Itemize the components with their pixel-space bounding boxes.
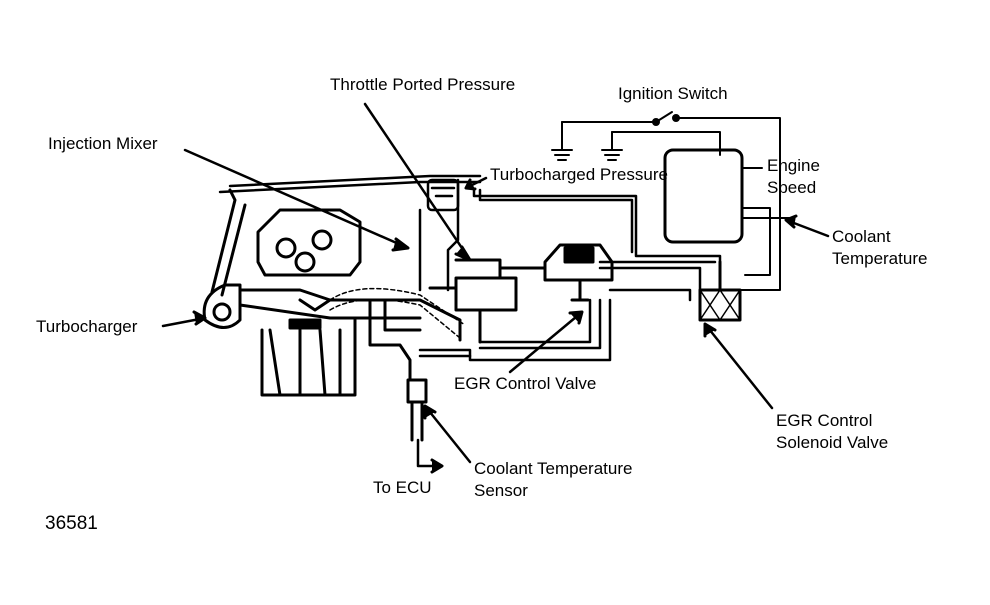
- label-egr-solenoid-line2: Solenoid Valve: [776, 433, 889, 452]
- label-engine-speed: Engine Speed: [767, 155, 820, 199]
- label-coolant-sensor-line1: Coolant Temperature: [474, 459, 633, 478]
- leader-arrows: [161, 102, 830, 474]
- label-coolant-temperature-line2: Temperature: [832, 249, 928, 268]
- intake-duct: [218, 174, 482, 292]
- coolant-sensor: [406, 378, 428, 442]
- label-egr-control-valve: EGR Control Valve: [454, 374, 597, 393]
- label-to-ecu: To ECU: [373, 478, 432, 497]
- figure-number: 36581: [45, 513, 98, 534]
- label-injection-mixer: Injection Mixer: [48, 134, 158, 153]
- vacuum-hoses: [418, 188, 722, 362]
- label-throttle-ported-pressure: Throttle Ported Pressure: [330, 75, 516, 94]
- injection-mixer: [428, 258, 518, 344]
- turbocharger-body: [202, 188, 247, 329]
- label-ignition-switch: Ignition Switch: [618, 84, 728, 103]
- egr-solenoid: [698, 260, 742, 322]
- label-coolant-temperature-line1: Coolant: [832, 227, 891, 246]
- label-turbocharger: Turbocharger: [36, 317, 138, 336]
- label-turbocharged-pressure: Turbocharged Pressure: [490, 165, 668, 184]
- label-egr-control-solenoid-valve: EGR Control Solenoid Valve: [776, 410, 888, 454]
- label-coolant-temperature: Coolant Temperature: [832, 226, 927, 270]
- engine-block: [238, 208, 466, 397]
- wiring: [551, 111, 791, 291]
- label-engine-speed-line2: Speed: [767, 178, 817, 197]
- label-engine-speed-line1: Engine: [767, 156, 820, 175]
- label-egr-solenoid-line1: EGR Control: [776, 411, 873, 430]
- label-coolant-temperature-sensor: Coolant Temperature Sensor: [474, 458, 632, 502]
- label-coolant-sensor-line2: Sensor: [474, 481, 528, 500]
- ecu-box: [663, 148, 744, 244]
